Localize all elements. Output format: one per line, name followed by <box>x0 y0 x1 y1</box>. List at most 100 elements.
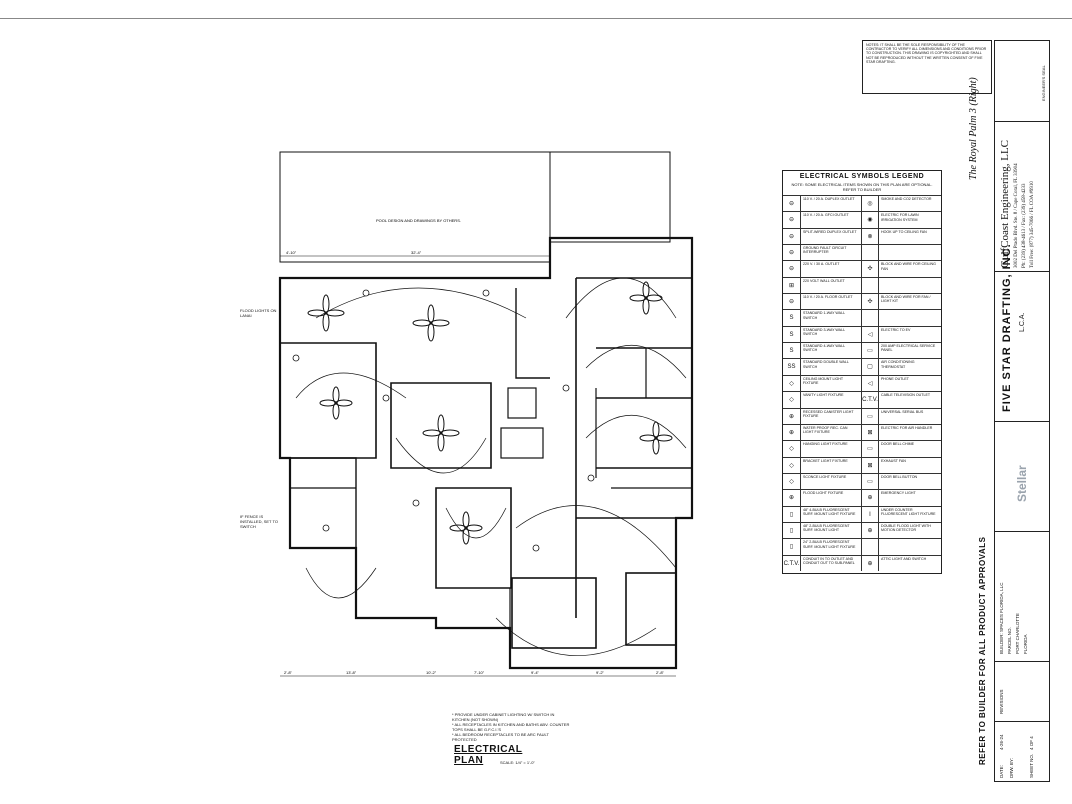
legend-symbol-icon: S <box>783 310 801 326</box>
legend-description: DOOR BELL BUTTON <box>881 474 918 479</box>
plan-note-3: * ALL BEDROOM RECEPTACLES TO BE ARC FAUL… <box>452 732 549 742</box>
legend-description: ELECTRIC FOR LAWN IRRIGATION SYSTEM <box>881 213 919 222</box>
legend-symbol-icon: ▯ <box>783 539 801 555</box>
legend-row: ⊖110 V. / 20 A. GFCI OUTLET◉ELECTRIC FOR… <box>783 211 941 228</box>
legend-description: 200 AMP ELECTRICAL SERVICE PANEL <box>881 344 936 353</box>
legend-description: PHONE OUTLET <box>881 376 909 381</box>
legend-description: 220 V. / 30 A. OUTLET <box>803 262 840 267</box>
legend-symbol-icon: ▯ <box>783 522 801 539</box>
legend-symbol-icon: ⊖ <box>783 196 801 212</box>
plan-notes: * PROVIDE UNDER CABINET LIGHTING W/ SWIT… <box>452 712 572 742</box>
legend-description: CEILING MOUNT LIGHT FIXTURE <box>803 376 844 386</box>
legend-symbol-icon: ◇ <box>783 473 801 490</box>
legend-symbol-icon: ▭ <box>861 408 879 424</box>
legend-row: ⊖SPLIT-WIRED DUPLEX OUTLET⊗HOOK UP TO CE… <box>783 227 941 245</box>
legend-symbol-icon: C.T.V. <box>861 392 879 408</box>
legend-row: ▯48" 4-BULB FLUORESCENT SURF. MOUNT LIGH… <box>783 505 941 522</box>
legend-symbol-icon: ⊖ <box>783 228 801 245</box>
dim-bottom-2: 13'-8" <box>346 670 357 675</box>
legend-description: HANGING LIGHT FIXTURE <box>803 442 848 447</box>
legend-symbol-icon: ⊕ <box>861 522 879 539</box>
title-block: ENGINEER'S SEAL GulfCoast Engineering, L… <box>994 40 1050 782</box>
legend-description: SMOKE AND CO2 DETECTOR <box>881 197 932 201</box>
dim-bottom-7: 2'-8" <box>656 670 665 675</box>
general-notes-box: NOTES: IT SHALL BE THE SOLE RESPONSIBILI… <box>862 40 992 94</box>
legend-description: SCONCE LIGHT FIXTURE <box>803 474 847 479</box>
electrical-floor-plan: POOL DESIGN AND DRAWINGS BY OTHERS. 4'-1… <box>236 148 696 688</box>
legend-symbol-icon: ⊠ <box>861 424 879 441</box>
project-name: The Royal Palm 3 (Right) <box>968 77 979 180</box>
legend-symbol-icon: ▭ <box>861 343 879 359</box>
legend-symbol-icon <box>861 277 879 294</box>
dim-bottom-4: 7'-10" <box>474 670 485 675</box>
legend-symbol-icon: ⊕ <box>861 555 879 571</box>
legend-description: ELECTRIC FOR AIR HANDLER <box>881 425 933 430</box>
state-line: FLORIDA <box>1023 634 1028 654</box>
legend-symbol-icon: ⊕ <box>861 490 879 506</box>
revisions-cell: REVISIONS <box>995 661 1049 721</box>
plan-scale: SCALE: 1/4" = 1'-0" <box>500 760 535 765</box>
legend-symbol-icon: ⊕ <box>783 408 801 424</box>
legend-description: DOOR BELL CHIME <box>881 442 915 447</box>
legend-symbol-icon: S <box>783 326 801 343</box>
legend-symbol-icon: ◇ <box>783 441 801 457</box>
legend-description: BLOCK AND WIRE FOR CEILING FAN <box>881 262 936 271</box>
legend-symbol-icon: ⊠ <box>861 457 879 473</box>
legend-description: VANITY LIGHT FIXTURE <box>803 393 844 398</box>
dim-bottom-1: 2'-8" <box>284 670 293 675</box>
legend-symbol-icon: ⊖ <box>783 212 801 228</box>
electrical-symbols-legend: ELECTRICAL SYMBOLS LEGEND NOTE: SOME ELE… <box>782 170 942 574</box>
sheet-info-cell: DATE: 4-26-24 DRW. BY: SHEET NO. 4 OF 4 <box>995 721 1049 781</box>
legend-symbol-icon: ◉ <box>861 212 879 228</box>
legend-description: ATTIC LIGHT AND SWITCH <box>881 556 927 561</box>
legend-description: DOUBLE FLOOD LIGHT WITH MOTION DETECTOR <box>881 523 931 533</box>
owner-line: BUILDER: SPACES FLORIDA, LLC <box>999 582 1004 654</box>
dim-bottom-5: 9'-4" <box>531 670 540 675</box>
legend-symbol-icon <box>861 539 879 555</box>
legend-symbol-icon: ⊖ <box>783 294 801 310</box>
legend-description: FLOOD LIGHT FIXTURE <box>803 491 844 496</box>
legend-description: STANDARD 1-WAY WALL SWITCH <box>803 311 845 320</box>
legend-symbol-icon: ⊕ <box>783 490 801 506</box>
legend-row: ⊖GROUND FAULT CIRCUIT INTERRUPTER <box>783 244 941 261</box>
drawn-by-label: DRW. BY: <box>1009 758 1014 778</box>
legend-symbol-icon: ✣ <box>861 294 879 310</box>
legend-row: ⊕WATER PROOF REC. CAN LIGHT FIXTURE⊠ELEC… <box>783 423 941 441</box>
watermark-cell: Stellar <box>995 421 1049 531</box>
legend-description: BRACKET LIGHT FIXTURE <box>803 458 848 463</box>
legend-description: WATER PROOF REC. CAN LIGHT FIXTURE <box>803 425 848 435</box>
drafting-firm-name: FIVE STAR DRAFTING, INC. <box>1001 243 1013 412</box>
page-top-divider <box>0 18 1072 19</box>
plan-note-2: * ALL RECEPTACLES IN KITCHEN AND BATHS A… <box>452 722 570 732</box>
legend-symbol-icon: ▯ <box>783 506 801 522</box>
legend-symbol-icon: S <box>783 343 801 359</box>
engineering-firm-cell: GulfCoast Engineering, LLC 3002 Del Prad… <box>995 121 1049 271</box>
legend-symbol-icon: ✣ <box>861 261 879 277</box>
legend-description: RECESSED CANISTER LIGHT FIXTURE <box>803 409 854 418</box>
legend-symbol-icon: C.T.V. <box>783 555 801 571</box>
legend-row: ◇HANGING LIGHT FIXTURE▭DOOR BELL CHIME <box>783 440 941 457</box>
date-label: DATE: <box>999 765 1004 778</box>
fence-note: IF FENCE IS INSTALLED, SET TO SWITCH <box>240 514 278 529</box>
legend-description: 220 VOLT WALL OUTLET <box>803 278 845 283</box>
legend-symbol-icon: ◎ <box>861 196 879 212</box>
legend-row: ▯48" 2-BULB FLUORESCENT SURF. MOUNT LIGH… <box>783 521 941 539</box>
legend-row: ▯24" 2-BULB FLUORESCENT SURF. MOUNT LIGH… <box>783 538 941 555</box>
legend-row: ◇BRACKET LIGHT FIXTURE⊠EXHAUST FAN <box>783 456 941 473</box>
sheet-no-value: 4 OF 4 <box>1029 736 1034 750</box>
engineer-seal-cell: ENGINEER'S SEAL <box>995 41 1049 121</box>
dim-top-1: 4'-10" <box>286 250 297 255</box>
legend-description: 48" 2-BULB FLUORESCENT SURF. MOUNT LIGHT <box>803 523 850 533</box>
legend-description: 110 V. / 20 A. DUPLEX OUTLET <box>803 197 855 201</box>
drafting-firm-sub: L.C.A. <box>1019 312 1026 332</box>
legend-symbol-icon: ⊖ <box>783 261 801 277</box>
legend-description: EMERGENCY LIGHT <box>881 491 916 496</box>
legend-description: EXHAUST FAN <box>881 458 906 463</box>
legend-description: GROUND FAULT CIRCUIT INTERRUPTER <box>803 246 847 255</box>
legend-description: CONDUIT IN TO OUTLET AND CONDUIT OUT TO … <box>803 556 855 565</box>
legend-symbol-icon <box>861 310 879 326</box>
legend-symbol-icon: ⊖ <box>783 245 801 261</box>
parcel-line: PARCEL NO. <box>1007 627 1012 654</box>
